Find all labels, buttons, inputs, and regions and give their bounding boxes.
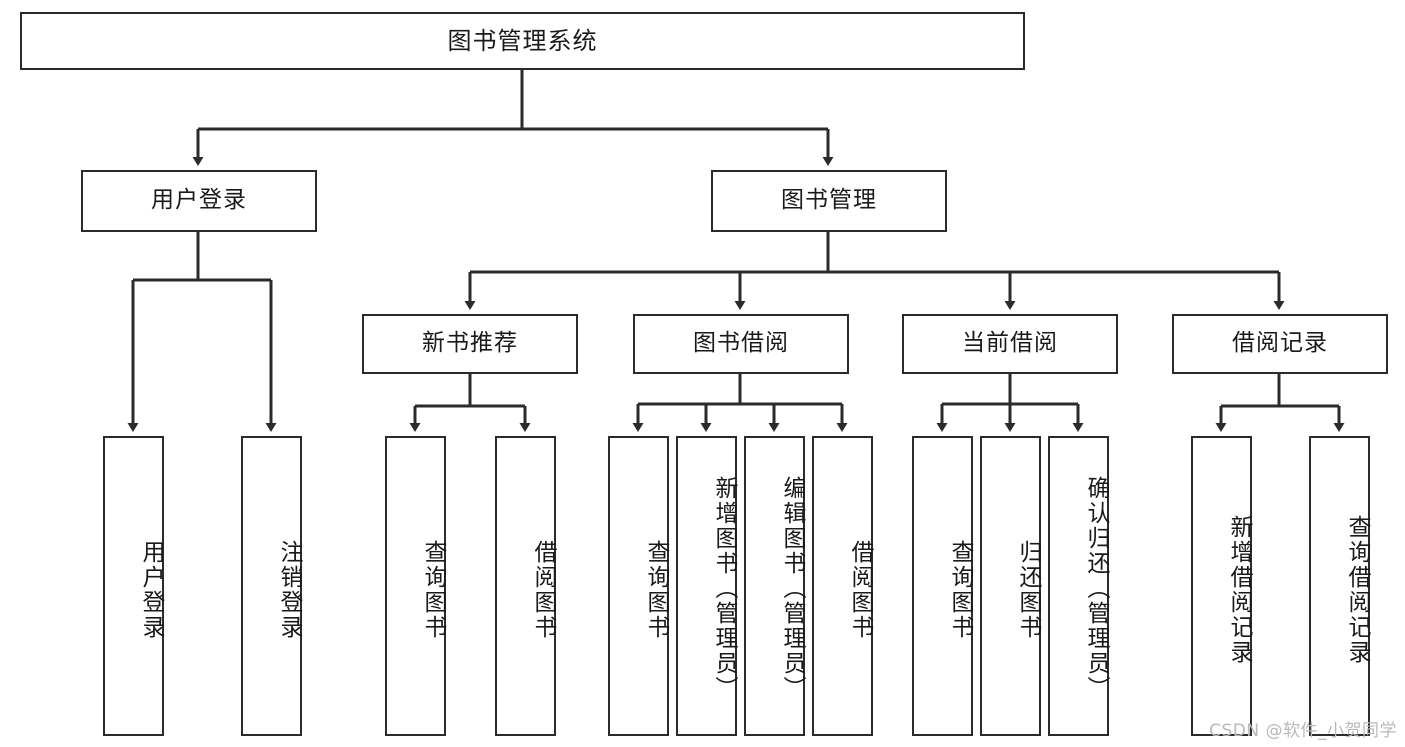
node-label: 图书管理 xyxy=(781,187,877,214)
node-label: 查询图书 xyxy=(947,540,973,640)
node-label: 当前借阅 xyxy=(962,330,1058,357)
leaf-borrow-edit-book-admin[interactable]: 编辑图书（管理员） xyxy=(744,436,805,736)
node-label: 借阅图书 xyxy=(530,540,556,640)
node-label: 用户登录 xyxy=(138,540,164,640)
node-label: 借阅记录 xyxy=(1232,330,1328,357)
leaf-records-add-record[interactable]: 新增借阅记录 xyxy=(1191,436,1252,736)
node-label: 编辑图书（管理员） xyxy=(779,475,805,701)
node-label: 查询借阅记录 xyxy=(1344,515,1370,665)
node-user-login[interactable]: 用户登录 xyxy=(81,170,317,232)
node-book-borrow[interactable]: 图书借阅 xyxy=(633,314,849,374)
node-current-borrow[interactable]: 当前借阅 xyxy=(902,314,1118,374)
node-borrow-records[interactable]: 借阅记录 xyxy=(1172,314,1388,374)
node-label: 图书管理系统 xyxy=(447,26,598,55)
node-label: 用户登录 xyxy=(151,187,247,214)
node-label: 注销登录 xyxy=(276,540,302,640)
leaf-recommend-borrow-book[interactable]: 借阅图书 xyxy=(495,436,556,736)
leaf-current-query-book[interactable]: 查询图书 xyxy=(912,436,973,736)
leaf-records-query-record[interactable]: 查询借阅记录 xyxy=(1309,436,1370,736)
node-book-management[interactable]: 图书管理 xyxy=(711,170,947,232)
leaf-borrow-borrow-book[interactable]: 借阅图书 xyxy=(812,436,873,736)
node-label: 查询图书 xyxy=(643,540,669,640)
node-root-system[interactable]: 图书管理系统 xyxy=(20,12,1025,70)
node-new-book-recommend[interactable]: 新书推荐 xyxy=(362,314,578,374)
leaf-borrow-add-book-admin[interactable]: 新增图书（管理员） xyxy=(676,436,737,736)
node-label: 归还图书 xyxy=(1015,540,1041,640)
node-label: 图书借阅 xyxy=(693,330,789,357)
leaf-user-login-do-login[interactable]: 用户登录 xyxy=(103,436,164,736)
leaf-borrow-query-book[interactable]: 查询图书 xyxy=(608,436,669,736)
node-label: 借阅图书 xyxy=(847,540,873,640)
node-label: 查询图书 xyxy=(420,540,446,640)
node-label: 新增借阅记录 xyxy=(1226,515,1252,665)
leaf-current-confirm-return-admin[interactable]: 确认归还（管理员） xyxy=(1048,436,1109,736)
leaf-current-return-book[interactable]: 归还图书 xyxy=(980,436,1041,736)
node-label: 确认归还（管理员） xyxy=(1083,475,1109,701)
node-label: 新书推荐 xyxy=(422,330,518,357)
leaf-recommend-query-book[interactable]: 查询图书 xyxy=(385,436,446,736)
node-label: 新增图书（管理员） xyxy=(711,475,737,701)
csdn-watermark: CSDN @软件_小贺同学 xyxy=(1209,721,1397,741)
leaf-user-login-logout[interactable]: 注销登录 xyxy=(241,436,302,736)
